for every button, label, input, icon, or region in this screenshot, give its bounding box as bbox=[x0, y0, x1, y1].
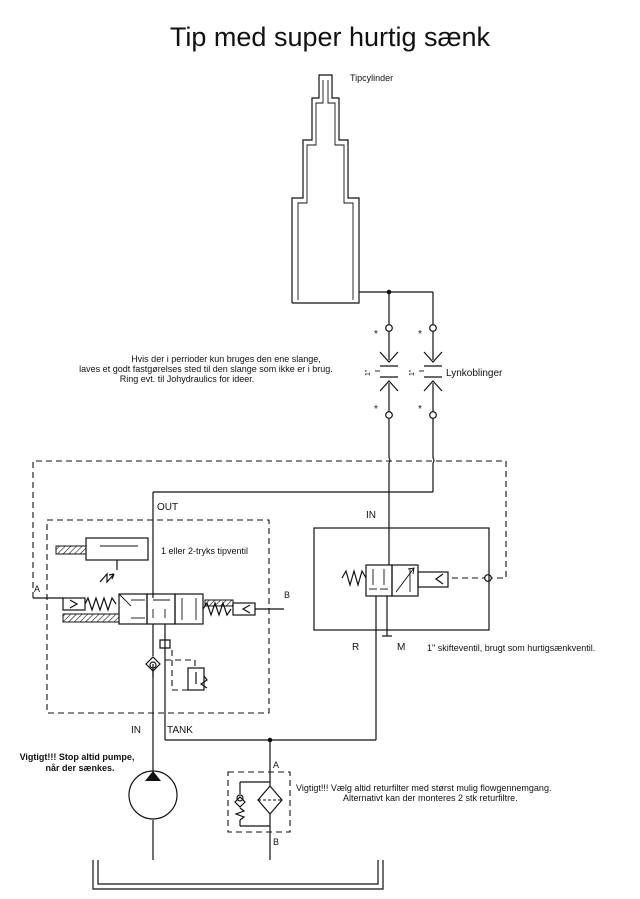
cylinder-label: Tipcylinder bbox=[350, 73, 393, 83]
star-mark: * bbox=[418, 329, 422, 340]
pilot-lines bbox=[32, 460, 507, 598]
quick-coupling-left bbox=[379, 324, 399, 458]
port-a-label: A bbox=[34, 584, 40, 594]
port-b-label: B bbox=[284, 590, 290, 600]
in-top-label: IN bbox=[366, 510, 376, 521]
page-title: Tip med super hurtig sænk bbox=[170, 22, 491, 52]
star-mark: * bbox=[418, 404, 422, 415]
filter-note-line-1: Vigtigt!!! Vælg altid returfilter med st… bbox=[296, 783, 551, 793]
filter-port-b: B bbox=[273, 837, 279, 847]
shift-valve-label: 1" skifteventil, brugt som hurtigsænkven… bbox=[427, 643, 595, 653]
pump-warning-line-1: Vigtigt!!! Stop altid pumpe, bbox=[20, 752, 135, 762]
pump-warning-line-2: når der sænkes. bbox=[45, 763, 114, 773]
check-and-relief bbox=[145, 639, 208, 691]
port-m-label: M bbox=[397, 642, 405, 653]
cylinder-pipe bbox=[359, 289, 434, 325]
hose-note-line-3: Ring evt. til Johydraulics for ideer. bbox=[120, 374, 255, 384]
quick-coupling-right bbox=[423, 324, 443, 458]
in-bottom-label: IN bbox=[131, 725, 141, 736]
star-mark: * bbox=[374, 404, 378, 415]
inch-mark: 1" bbox=[365, 369, 372, 376]
shift-valve-box bbox=[313, 527, 490, 631]
pressure-switch bbox=[55, 537, 149, 584]
out-label: OUT bbox=[157, 502, 178, 513]
pipes bbox=[92, 457, 435, 890]
tip-valve-box bbox=[46, 519, 270, 714]
inch-mark: 1" bbox=[409, 369, 416, 376]
filter-note-line-2: Alternativt kan der monteres 2 stk retur… bbox=[343, 793, 518, 803]
directional-valve-tip bbox=[33, 593, 284, 625]
shift-valve bbox=[341, 564, 449, 597]
filter-port-a: A bbox=[273, 760, 279, 770]
star-mark: * bbox=[374, 329, 378, 340]
tip-cylinder bbox=[291, 74, 360, 304]
tip-valve-label: 1 eller 2-tryks tipventil bbox=[161, 546, 248, 556]
return-filter bbox=[227, 771, 291, 833]
pump-symbol bbox=[128, 770, 178, 820]
port-r-label: R bbox=[352, 642, 359, 653]
couplings-label: Lynkoblinger bbox=[446, 368, 503, 379]
hose-note-line-2: laves et godt fastgørelses sted til den … bbox=[79, 364, 333, 374]
tank-label: TANK bbox=[167, 725, 193, 736]
hose-note-line-1: Hvis der i perrioder kun bruges den ene … bbox=[131, 354, 321, 364]
